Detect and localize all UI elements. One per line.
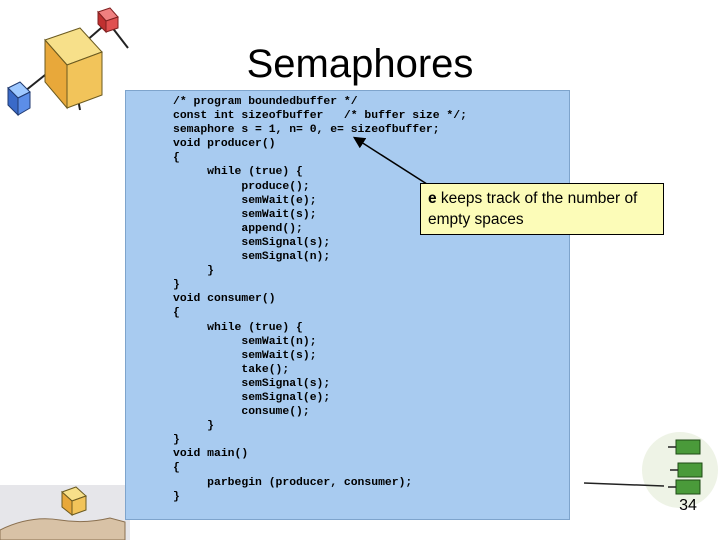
code-line: semSignal(n); [173, 251, 331, 264]
callout-box: e keeps track of the number of empty spa… [420, 183, 664, 235]
code-line: { [173, 307, 180, 320]
code-line: append(); [173, 222, 303, 235]
code-line: /* program boundedbuffer */ [173, 96, 358, 108]
hand-cube-clipart-icon [0, 485, 130, 540]
code-line: } [173, 420, 215, 433]
callout-text: keeps track of the number of empty space… [428, 190, 638, 228]
stacked-blocks-clipart-icon [640, 432, 718, 508]
slide-number: 34 [679, 497, 697, 514]
code-line: } [173, 265, 215, 278]
code-line: semWait(e); [173, 194, 317, 207]
code-line: { [173, 462, 180, 475]
code-line: semWait(s); [173, 349, 317, 362]
code-line: void producer() [173, 138, 276, 151]
code-line: void main() [173, 448, 249, 461]
connector-line [584, 482, 664, 487]
code-line: parbegin (producer, consumer); [173, 476, 413, 489]
code-line: } [173, 434, 180, 447]
code-line: consume(); [173, 406, 310, 419]
code-listing: /* program boundedbuffer */ const int si… [173, 95, 467, 504]
code-line: semSignal(s); [173, 377, 331, 390]
cube-network-clipart-icon [7, 7, 129, 117]
code-line: produce(); [173, 180, 310, 193]
code-line: } [173, 490, 180, 503]
callout-arrow [352, 136, 431, 187]
code-listing-panel: /* program boundedbuffer */ const int si… [125, 90, 570, 520]
code-line: take(); [173, 363, 290, 376]
code-line: semWait(n); [173, 335, 317, 348]
code-line: while (true) { [173, 166, 303, 179]
callout-lead: e [428, 190, 437, 207]
code-line: semSignal(e); [173, 391, 331, 404]
code-line: const int sizeofbuffer /* buffer size */… [173, 110, 467, 123]
code-line: while (true) { [173, 321, 303, 334]
code-line: semaphore s = 1, n= 0, e= sizeofbuffer; [173, 124, 440, 137]
code-line: { [173, 152, 180, 165]
slide-title: Semaphores [246, 42, 474, 86]
code-line: } [173, 279, 180, 292]
code-line: semSignal(s); [173, 236, 331, 249]
code-line: semWait(s); [173, 208, 317, 221]
code-line: void consumer() [173, 293, 276, 306]
